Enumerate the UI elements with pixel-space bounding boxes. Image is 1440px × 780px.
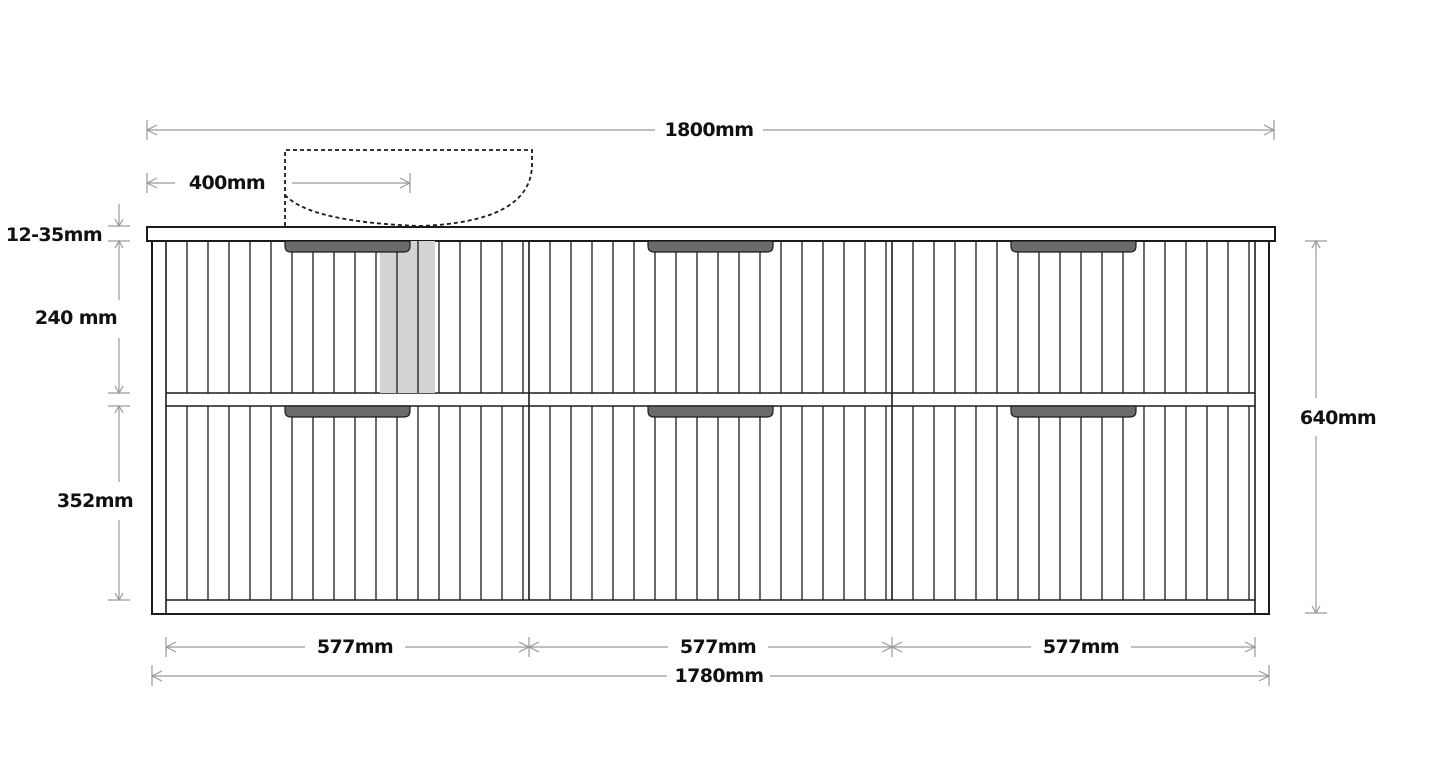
label-bay-width-3: 577mm: [1043, 636, 1119, 658]
dimension-lines: [108, 120, 1327, 686]
dim-cabinet-width: [150, 665, 1271, 686]
drawer-handle: [1010, 405, 1137, 418]
label-bottom-drawer-height: 352mm: [57, 490, 133, 512]
dim-overall-width: [145, 120, 1276, 140]
fluted-slats: [186, 241, 1250, 600]
dim-basin-offset: [145, 173, 412, 193]
plumbing-cutout: [380, 241, 435, 393]
dim-top-thickness: [108, 204, 130, 242]
drawer-handle: [1010, 240, 1137, 253]
label-top-thickness: 12-35mm: [6, 224, 102, 246]
label-cabinet-width: 1780mm: [675, 665, 764, 687]
label-cabinet-height: 640mm: [1300, 407, 1376, 429]
label-basin-offset: 400mm: [189, 172, 265, 194]
drawer-handle: [284, 405, 411, 418]
dim-cabinet-height: [1305, 239, 1327, 615]
drawer-handle: [647, 405, 774, 418]
label-bay-width-2: 577mm: [680, 636, 756, 658]
dim-bay-widths: [164, 637, 1257, 657]
drawer-handles: [284, 240, 1137, 418]
dim-bottom-drawer: [108, 404, 130, 602]
drawer-handle: [284, 240, 411, 253]
dim-top-drawer: [108, 239, 130, 395]
label-top-drawer-height: 240 mm: [35, 307, 117, 329]
countertop: [146, 226, 1276, 242]
basin-outline: [284, 149, 533, 227]
label-bay-width-1: 577mm: [317, 636, 393, 658]
dimension-labels: 1800mm 400mm 12-35mm 240 mm 352mm 640mm …: [6, 119, 1377, 687]
label-overall-width: 1800mm: [665, 119, 754, 141]
drawer-handle: [647, 240, 774, 253]
